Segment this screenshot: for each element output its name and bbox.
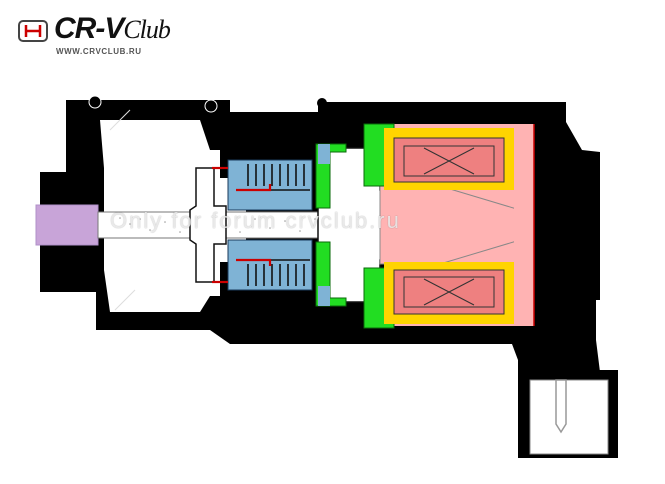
plunger-rod	[36, 205, 98, 245]
coil-winding-upper	[393, 137, 505, 183]
logo-site-url: WWW.CRVCLUB.RU	[56, 47, 142, 56]
logo-club: Club	[123, 15, 171, 44]
crv-club-logo: CR-VClub WWW.CRVCLUB.RU	[18, 12, 178, 56]
honda-emblem-icon	[18, 20, 48, 42]
watermark-text: Only for forum crvclub.ru	[110, 208, 401, 233]
logo-wordmark: CR-VClub	[54, 12, 171, 47]
logo-brand: CR-V	[54, 12, 124, 45]
connector-pin	[555, 379, 567, 434]
